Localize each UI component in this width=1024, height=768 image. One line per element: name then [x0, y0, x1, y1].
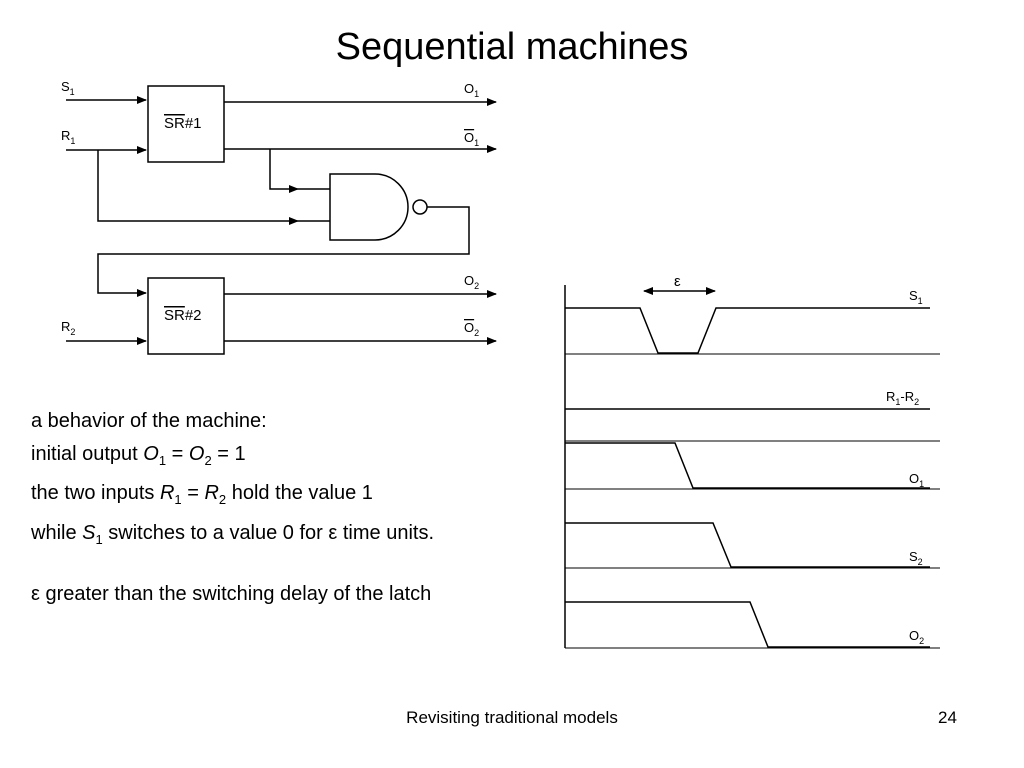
- waveform-s2: [565, 522, 930, 568]
- description: a behavior of the machine: initial outpu…: [31, 405, 434, 611]
- timing-diagram: ε S1 R1-R2 O1 S2 O2: [564, 273, 940, 649]
- signal-label-r1-r2: R1-R2: [886, 389, 919, 407]
- signal-label-s1: S1: [909, 288, 923, 306]
- waveform-s1: [565, 307, 930, 354]
- description-line-1: a behavior of the machine:: [31, 410, 267, 432]
- slide-title: Sequential machines: [335, 26, 689, 68]
- wire-r1-to-nand: [97, 150, 299, 225]
- description-line-4: while S1 switches to a value 0 for ε tim…: [31, 521, 434, 547]
- nand-bubble: [412, 199, 428, 215]
- page-number: 24: [938, 708, 957, 727]
- description-line-2: initial output O1 = O2 = 1: [31, 442, 246, 468]
- label-o2-bar: O2: [464, 320, 479, 338]
- wire-nand-output: [97, 206, 470, 297]
- signal-label-s2: S2: [909, 549, 923, 567]
- description-line-3: the two inputs R1 = R2 hold the value 1: [31, 482, 373, 507]
- wire-o1bar-to-nand: [269, 149, 299, 193]
- label-o2: O2: [464, 273, 479, 291]
- circuit-diagram: SR#1 S1 R1 O1 O1 SR#2 R2 O2 O2: [61, 79, 497, 355]
- label-s1: S1: [61, 79, 75, 97]
- sr-latch-2: [147, 277, 225, 355]
- epsilon-label: ε: [674, 273, 681, 290]
- label-r1: R1: [61, 128, 75, 146]
- waveform-o2: [565, 601, 930, 648]
- label-r2: R2: [61, 319, 75, 337]
- description-line-5: ε greater than the switching delay of th…: [31, 583, 432, 605]
- slide-footer: Revisiting traditional models: [406, 708, 618, 727]
- waveform-o1: [565, 442, 930, 489]
- sr-latch-1: [147, 85, 225, 163]
- signal-label-o1: O1: [909, 471, 924, 489]
- latch1-label: SR#1: [164, 115, 202, 132]
- label-o1: O1: [464, 81, 479, 99]
- signal-label-o2: O2: [909, 628, 924, 646]
- nand-gate: [329, 173, 409, 241]
- label-o1-bar: O1: [464, 130, 479, 148]
- latch2-label: SR#2: [164, 307, 202, 324]
